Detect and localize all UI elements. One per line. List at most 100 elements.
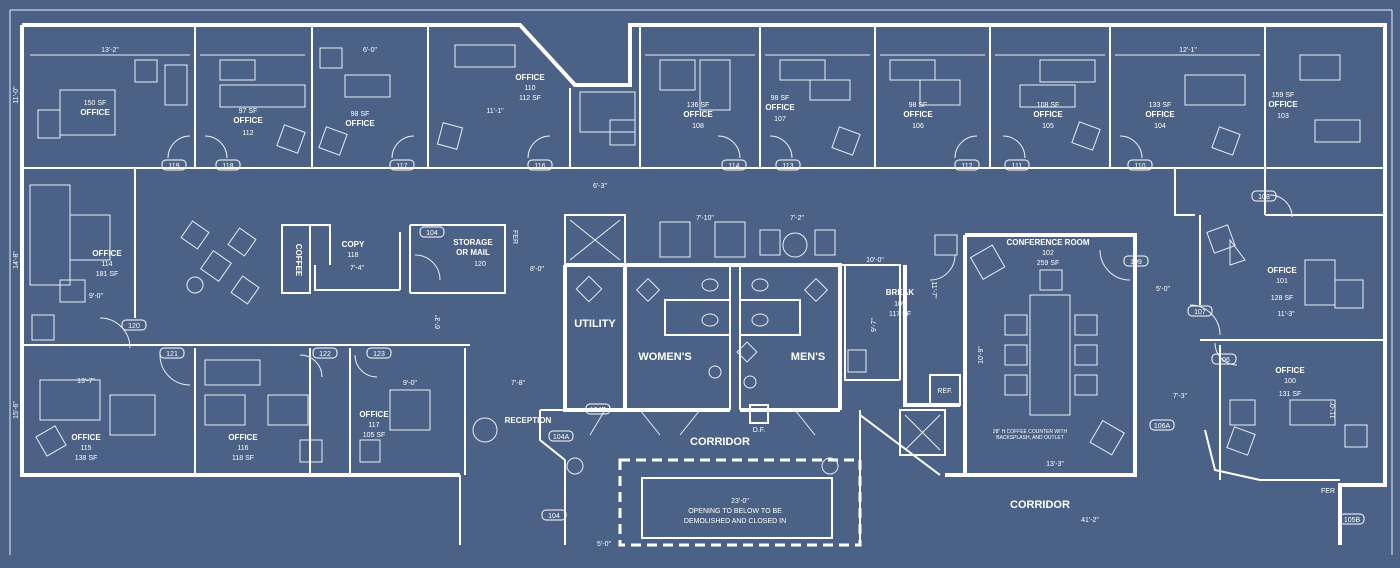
room-label: FER xyxy=(511,230,518,244)
room-number: 110 xyxy=(524,85,535,92)
room-label: OFFICE xyxy=(1275,366,1305,375)
room-label: COFFEE xyxy=(294,244,303,277)
room-number: 117 xyxy=(368,422,379,429)
room-label: OFFICE xyxy=(233,116,263,125)
room-number: 107 xyxy=(774,116,786,123)
door-tags: 119 118 117 116 114 113 112 111 110 108 … xyxy=(121,159,1365,525)
dimension: 11'-7" xyxy=(930,281,937,299)
room-label: OFFICE xyxy=(71,433,101,442)
dimension: 7'-10" xyxy=(696,215,714,222)
room-label: OFFICE xyxy=(345,119,375,128)
room-label: 112 SF xyxy=(519,95,541,102)
room-label: 98 SF xyxy=(771,95,790,102)
room-label: REF. xyxy=(937,388,952,395)
room-label: 138 SF xyxy=(75,455,98,462)
dimension: 7'-8" xyxy=(511,380,525,387)
door-tag: 107 xyxy=(1194,309,1206,316)
dimension: 10'-0" xyxy=(866,257,884,264)
door-tag: 106 xyxy=(1218,357,1230,364)
dimension: 11'-3" xyxy=(1277,311,1295,318)
dimension: 13'-3" xyxy=(1046,461,1064,468)
room-number: 102 xyxy=(1042,250,1054,257)
corridor-walls xyxy=(539,409,946,547)
room-label: OFFICE xyxy=(228,433,258,442)
dimension: 13'-7" xyxy=(77,378,95,385)
room-label: WOMEN'S xyxy=(638,351,691,363)
dimension: 10'-9" xyxy=(978,346,985,364)
top-office-row xyxy=(22,25,1266,169)
room-number: 103 xyxy=(1277,113,1289,120)
dimension: 5'-0" xyxy=(1156,286,1170,293)
room-label: 133 SF xyxy=(1149,102,1172,109)
room-label: CORRIDOR xyxy=(690,436,750,448)
door-tag: 111 xyxy=(1012,163,1023,170)
dimension: 9'-0" xyxy=(403,380,417,387)
room-number: 104 xyxy=(1154,123,1166,130)
room-label: 159 SF xyxy=(1272,92,1295,99)
door-tag: 113 xyxy=(782,163,793,170)
room-label: 98 SF xyxy=(351,111,370,118)
dimension: 11'-1" xyxy=(486,108,504,115)
room-label: OFFICE xyxy=(765,103,795,112)
room-number: 112 xyxy=(242,130,253,137)
dimension: 8'-0" xyxy=(530,266,544,273)
exterior-walls xyxy=(9,9,1393,555)
dimension: 7'-3" xyxy=(1173,393,1187,400)
door-tag: 122 xyxy=(319,351,331,358)
room-label: OFFICE xyxy=(92,249,122,258)
room-label: 181 SF xyxy=(96,271,119,278)
note-text: 28" H COFFEE COUNTER WITH xyxy=(993,429,1068,435)
dimension: 6'-3" xyxy=(593,183,607,190)
room-label: 118 SF xyxy=(232,455,254,462)
room-label: COPY xyxy=(342,240,365,249)
dimension: 11'-0" xyxy=(1330,401,1337,419)
room-label: D.F. xyxy=(753,427,766,434)
room-label: 97 SF xyxy=(239,108,258,115)
dimension: 9'-7" xyxy=(871,318,878,332)
dimension: 6'-0" xyxy=(363,47,377,54)
room-label: OFFICE xyxy=(359,410,389,419)
door-tag: 119 xyxy=(168,163,179,170)
dimension: 6'-3" xyxy=(435,315,442,329)
room-label: FER xyxy=(1321,488,1335,495)
core-walls xyxy=(563,214,842,436)
door-tag: 112 xyxy=(961,163,972,170)
door-tag: 110 xyxy=(1134,163,1145,170)
break-conference-walls xyxy=(840,233,1137,477)
room-label: 136 SF xyxy=(687,102,710,109)
door-tag: 104B xyxy=(590,407,607,414)
door-tag: 117 xyxy=(396,163,407,170)
room-label: OFFICE xyxy=(80,108,110,117)
dimension: 23'-0" xyxy=(731,498,749,505)
room-label: RECEPTION xyxy=(505,416,552,425)
room-label: 150 SF xyxy=(84,100,107,107)
door-tag: 121 xyxy=(166,351,178,358)
room-label: OFFICE xyxy=(515,73,545,82)
dimension: 12'-1" xyxy=(1179,47,1197,54)
room-label: 259 SF xyxy=(1037,260,1060,267)
door-tag: 105B xyxy=(1344,517,1361,524)
door-tag: 104 xyxy=(548,513,560,520)
room-label: OFFICE xyxy=(903,110,933,119)
room-number: 108 xyxy=(692,123,704,130)
dimension: 7'-4" xyxy=(350,265,364,272)
room-number: 114 xyxy=(101,261,112,268)
right-column-walls xyxy=(1174,25,1385,481)
door-tag: 118 xyxy=(222,163,233,170)
door-tag: 104 xyxy=(426,230,438,237)
room-label: OFFICE xyxy=(1267,266,1297,275)
dimension: 13'-2" xyxy=(101,47,119,54)
room-label: CONFERENCE ROOM xyxy=(1006,238,1089,247)
copy-area xyxy=(281,224,506,294)
room-label: OFFICE xyxy=(1145,110,1175,119)
door-tag: 104A xyxy=(553,434,570,441)
room-label: BREAK xyxy=(886,288,915,297)
room-number: 101 xyxy=(1276,278,1288,285)
room-labels: 150 SF OFFICE 97 SF OFFICE 112 98 SF OFF… xyxy=(71,73,1335,525)
room-label: 131 SF xyxy=(1279,391,1302,398)
dimension: 14'-8" xyxy=(13,251,20,269)
room-label: MEN'S xyxy=(791,351,825,363)
door-tag: 116 xyxy=(534,163,545,170)
room-label: 105 SF xyxy=(363,432,386,439)
room-label: OFFICE xyxy=(683,110,713,119)
